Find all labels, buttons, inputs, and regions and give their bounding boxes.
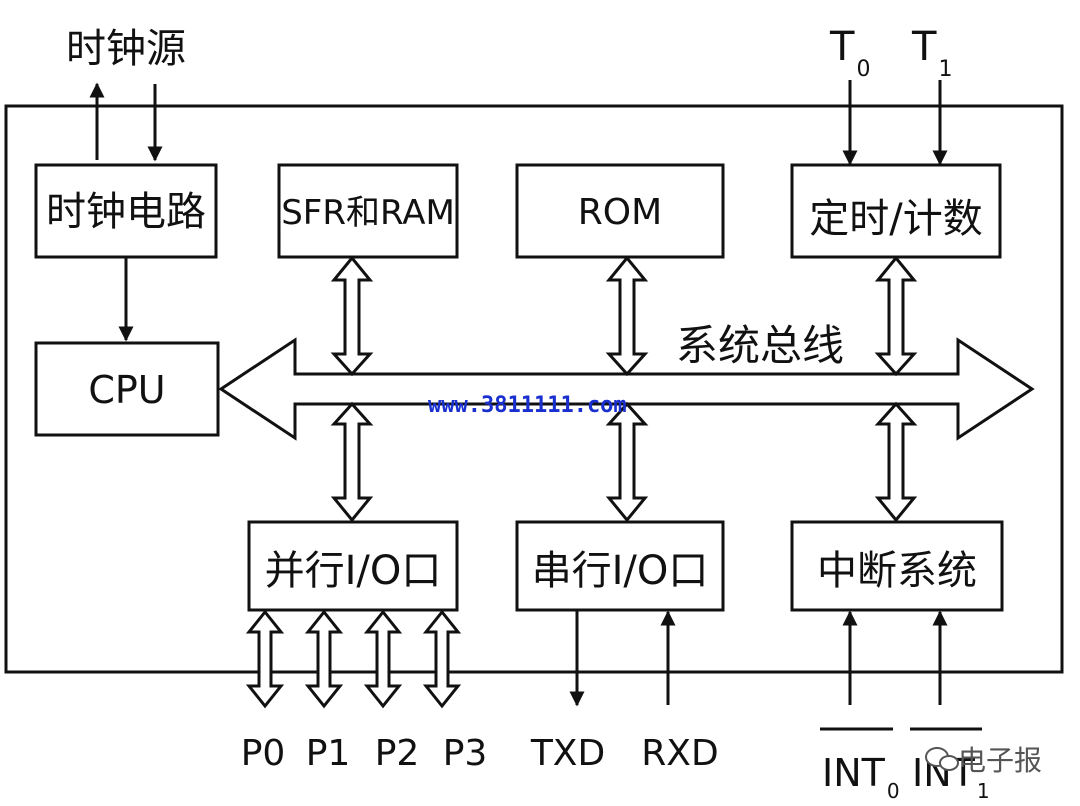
- t0-subscript: 0: [856, 57, 870, 82]
- p0-port-arrow: [245, 609, 285, 709]
- t1-main: T: [911, 24, 937, 70]
- sfr-ram-bus-connector: [330, 255, 374, 377]
- serial-io-block: [515, 520, 725, 612]
- t0-label: T0: [829, 24, 870, 82]
- t1-label: T1: [911, 24, 952, 82]
- system-bus-label: 系统总线: [676, 321, 844, 370]
- p2-label: P2: [375, 733, 420, 774]
- cpu-label: CPU: [88, 368, 165, 412]
- cpu-block: [34, 341, 220, 437]
- parallel-io-block: [247, 520, 459, 612]
- serial-io-bus-connector: [605, 401, 649, 523]
- p3-port-arrow: [422, 609, 462, 709]
- txd-label: TXD: [530, 733, 605, 774]
- brand-logo-icon: [925, 747, 959, 771]
- p2-port-arrow: [363, 609, 403, 709]
- clock-source-label: 时钟源: [66, 26, 186, 72]
- timer-counter-label: 定时/计数: [809, 196, 982, 242]
- sfr-ram-label: SFR和RAM: [281, 193, 455, 233]
- timer-counter-block: [790, 163, 1002, 259]
- parallel-io-bus-connector: [330, 401, 374, 523]
- rom-label: ROM: [578, 192, 662, 233]
- p0-label: P0: [241, 733, 286, 774]
- t1-subscript: 1: [938, 57, 952, 82]
- brand-name: 电子报: [958, 744, 1042, 777]
- t0-main: T: [829, 24, 855, 70]
- interrupt-system-block: [790, 520, 1004, 612]
- interrupt-system-label: 中断系统: [817, 548, 977, 594]
- int0-subscript: 0: [887, 779, 900, 803]
- watermark-url: www.3811111.com: [428, 393, 627, 418]
- p1-label: P1: [306, 733, 351, 774]
- rxd-label: RXD: [641, 733, 718, 774]
- rom-bus-connector: [605, 255, 649, 377]
- clock-circuit-label: 时钟电路: [46, 189, 206, 235]
- int1-subscript: 1: [977, 779, 990, 803]
- sfr-ram-block: [277, 163, 459, 259]
- int0-main: INT: [822, 751, 886, 795]
- interrupt-bus-connector: [874, 401, 918, 523]
- parallel-io-label: 并行I/O口: [265, 548, 442, 594]
- clock-circuit-block: [34, 163, 218, 259]
- p1-port-arrow: [304, 609, 344, 709]
- serial-io-label: 串行I/O口: [532, 548, 709, 594]
- system-bus-arrow: [218, 337, 1035, 441]
- rom-block: [515, 163, 725, 259]
- chip-outline: [4, 104, 1064, 674]
- p3-label: P3: [443, 733, 488, 774]
- timer-bus-connector: [874, 255, 918, 377]
